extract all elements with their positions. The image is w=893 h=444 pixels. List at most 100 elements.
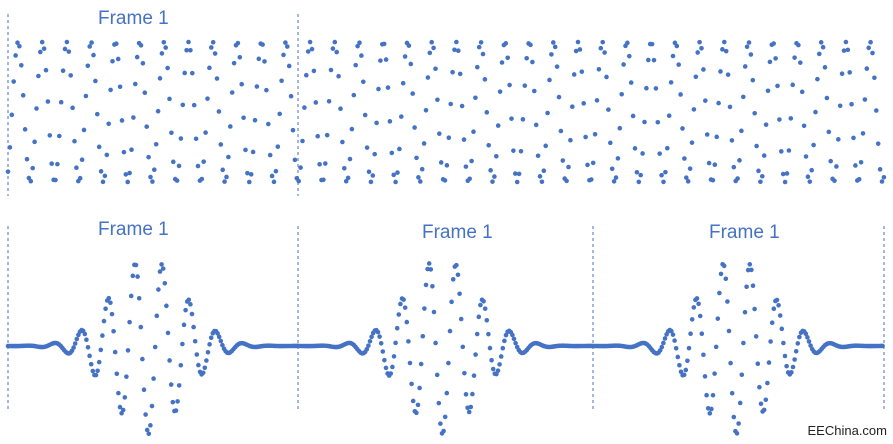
windowed-waveform-dot [215, 331, 220, 336]
waveform-dot [492, 174, 497, 179]
waveform-dot [186, 39, 191, 45]
windowed-waveform-dot [434, 372, 440, 378]
windowed-waveform-dot [138, 324, 144, 330]
windowed-waveform-dot [744, 284, 749, 290]
windowed-waveform-dot [790, 364, 796, 370]
waveform-dot [613, 175, 619, 180]
bottom-frame-label-2: Frame 1 [422, 222, 493, 243]
waveform-dot [96, 144, 102, 150]
waveform-dot [663, 169, 668, 175]
windowed-waveform-dot [444, 390, 450, 396]
windowed-waveform-dot [369, 334, 374, 340]
waveform-dot [68, 73, 73, 78]
waveform-dot [351, 92, 357, 98]
waveform-dot [55, 161, 60, 167]
waveform-dot [657, 151, 662, 156]
waveform-dot [803, 154, 809, 159]
waveform-dot [62, 46, 68, 52]
waveform-dot [338, 106, 343, 112]
waveform-dot [248, 172, 254, 177]
windowed-waveform-dot [699, 331, 705, 337]
windowed-waveform-dot [691, 305, 697, 310]
windowed-waveform-dot [205, 349, 211, 355]
waveform-dot [594, 98, 600, 103]
waveform-dot [138, 43, 144, 48]
waveform-dot [590, 160, 596, 166]
windowed-waveform-dot [470, 391, 475, 397]
waveform-dot [847, 70, 852, 75]
waveform-dot [739, 128, 744, 134]
waveform-dot [342, 165, 347, 171]
windowed-waveform-dot [697, 313, 703, 319]
waveform-dot [269, 173, 275, 179]
waveform-dot [701, 67, 706, 72]
windowed-waveform-dot [149, 403, 155, 409]
waveform-dot [634, 169, 640, 175]
windowed-waveform-dot [204, 358, 209, 363]
waveform-dot [839, 71, 845, 76]
waveform-dot [524, 55, 529, 61]
waveform-dot [178, 136, 184, 141]
windowed-waveform-dot [670, 332, 676, 337]
waveform-dot [117, 84, 123, 90]
windowed-waveform-dot [120, 407, 126, 413]
windowed-waveform-dot [702, 374, 708, 379]
waveform-dot [573, 48, 579, 54]
waveform-dot [813, 109, 818, 115]
windowed-waveform-dot [159, 262, 164, 267]
windowed-waveform-dot [367, 338, 373, 344]
windowed-waveform-dot [420, 333, 426, 339]
waveform-dot [807, 179, 813, 184]
waveform-dot [127, 170, 132, 176]
windowed-waveform-dot [436, 400, 442, 406]
windowed-waveform-dot [686, 345, 692, 351]
waveform-dot [32, 139, 37, 145]
windowed-waveform-dot [487, 345, 493, 351]
waveform-dot [509, 116, 514, 121]
windowed-waveform-dot [366, 343, 371, 348]
windowed-waveform-dot [449, 299, 454, 305]
windowed-waveform-dot [792, 357, 797, 362]
waveform-dot [245, 170, 250, 176]
waveform-dot [788, 116, 794, 121]
windowed-waveform-dot [378, 341, 384, 346]
windowed-waveform-dot [141, 387, 147, 393]
waveform-dot [110, 58, 115, 64]
windowed-waveform-dot [72, 341, 78, 346]
waveform-dot [229, 90, 235, 95]
windowed-waveform-dot [173, 408, 179, 413]
windowed-waveform-dot [661, 340, 666, 346]
waveform-dot [864, 66, 870, 71]
waveform-dot [385, 85, 391, 90]
waveform-dot [598, 45, 604, 51]
waveform-dot [102, 173, 108, 179]
windowed-waveform-dot [729, 390, 735, 396]
waveform-dot [271, 179, 277, 185]
waveform-dot [165, 65, 170, 71]
waveform-dot [490, 179, 495, 184]
waveform-dot [703, 98, 708, 103]
windowed-waveform-dot [106, 295, 112, 301]
waveform-dot [324, 132, 330, 138]
waveform-dot [64, 39, 70, 45]
waveform-dot [315, 133, 321, 139]
waveform-dot [518, 148, 524, 154]
waveform-dot [579, 69, 585, 74]
waveform-dot [782, 179, 788, 185]
waveform-dot [283, 40, 288, 45]
bottom-frame-label-3: Frame 1 [709, 222, 780, 243]
waveform-dot [615, 156, 621, 161]
waveform-dot [421, 141, 427, 146]
waveform-dot [499, 60, 505, 65]
windowed-waveform-dot [127, 319, 132, 325]
waveform-dot [176, 163, 182, 169]
waveform-dot [17, 43, 22, 49]
windowed-waveform-dot [710, 392, 716, 398]
waveform-dot [286, 63, 292, 69]
waveform-dot [296, 178, 302, 184]
waveform-dot [659, 172, 664, 178]
waveform-dot [267, 152, 273, 158]
waveform-dot [720, 47, 725, 52]
waveform-dot [349, 126, 355, 132]
windowed-waveform-dot [426, 261, 432, 266]
